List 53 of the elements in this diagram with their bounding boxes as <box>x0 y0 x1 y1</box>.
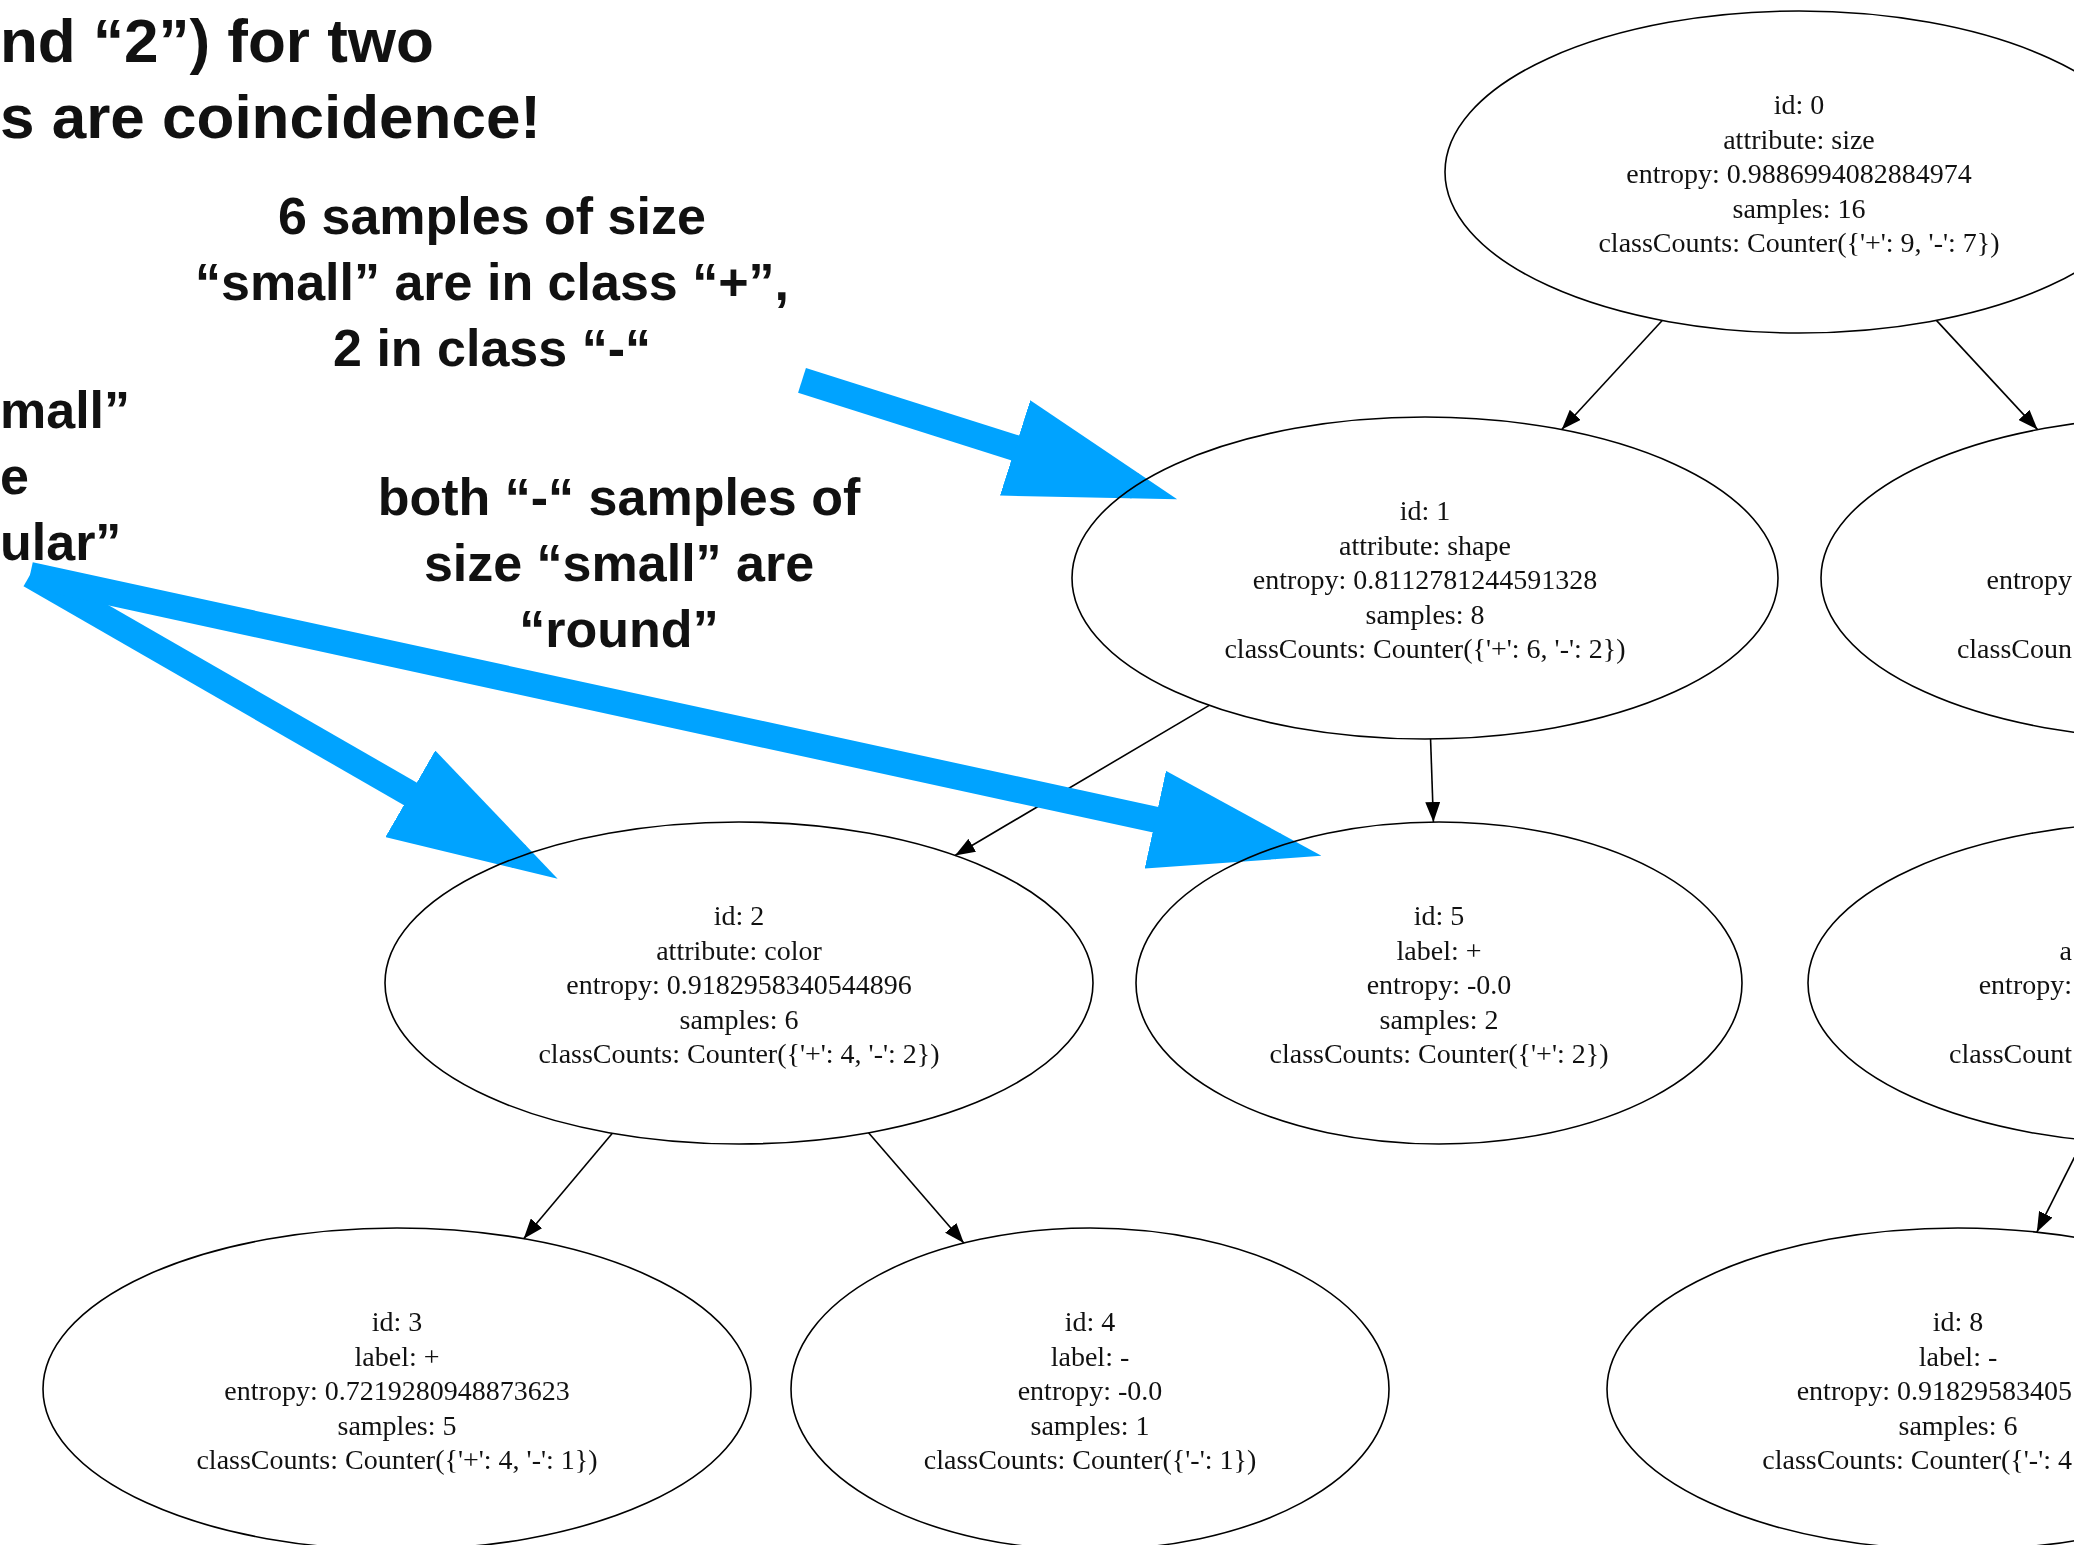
node-text: entropy: 0.7219280948873623 <box>223 1374 571 1408</box>
annotation-text: both “-“ samples of size “small” are “round” <box>376 467 862 660</box>
node-text: samples: 8 <box>1364 597 1486 632</box>
highlight-arrow <box>27 562 1322 869</box>
node-text: id: 8 <box>1931 1305 1985 1339</box>
node-text: attribute: color <box>655 933 823 968</box>
annotation-text: s are coincidence! <box>0 81 543 153</box>
node-text: id: 3 <box>370 1305 424 1339</box>
arrow <box>1560 319 1663 431</box>
node-text: id: 4 <box>1063 1305 1117 1339</box>
node-text: label: - <box>1049 1339 1131 1374</box>
node-text: classCounts: Counter({'-': 1}) <box>922 1443 1258 1477</box>
node-text: entropy: 0.9886994082884974 <box>1625 157 1973 191</box>
node-text: classCounts: Counter({'+': 9, '-': 7}) <box>1597 226 2001 260</box>
node-text: attribute: shape <box>1338 528 1512 563</box>
annotation-text: nd “2”) for two <box>0 5 435 77</box>
node-text: id: 2 <box>712 899 766 933</box>
node-text: entropy: <box>1978 968 2072 1002</box>
node-text: entropy: 0.8112781244591328 <box>1251 563 1599 597</box>
annotation-text: 6 samples of size “small” are in class “+”, 2 in class “-“ <box>182 183 802 381</box>
node-text: samples: 6 <box>678 1002 800 1037</box>
node-text: id: 5 <box>1412 899 1466 933</box>
node-text: samples: 1 <box>1029 1408 1151 1443</box>
highlight-arrow <box>798 367 1178 500</box>
node-text: classCounts: Counter({'-': 4 <box>1762 1443 2072 1477</box>
node-text: classCounts: Counter({'+': 6, '-': 2}) <box>1223 632 1627 666</box>
node-text: classCounts: Counter({'+': 2}) <box>1268 1037 1610 1071</box>
arrow <box>522 1132 614 1240</box>
arrow <box>954 704 1210 857</box>
node-text: classCounts: Counter({'+': 4, '-': 1}) <box>195 1443 599 1477</box>
node-text: samples: 2 <box>1378 1002 1500 1037</box>
node-text: label: - <box>1917 1339 1999 1374</box>
arrow <box>1425 738 1441 823</box>
node-text: entropy: -0.0 <box>1365 968 1513 1002</box>
node-text: entropy: 0.91829583405 <box>1796 1374 2072 1408</box>
arrow <box>867 1132 965 1244</box>
node-text: id: 0 <box>1772 88 1826 122</box>
node-text: a <box>2059 933 2072 968</box>
node-text: classCoun <box>1956 632 2072 666</box>
node-text: entropy <box>1986 563 2072 597</box>
node-text: entropy: -0.0 <box>1016 1374 1164 1408</box>
arrow <box>1935 319 2039 431</box>
node-text: classCount <box>1949 1037 2072 1071</box>
node-text: id: 1 <box>1398 494 1452 528</box>
node-text: samples: 16 <box>1731 191 1867 226</box>
node-text: entropy: 0.9182958340544896 <box>565 968 913 1002</box>
node-text: classCounts: Counter({'+': 4, '-': 2}) <box>537 1037 941 1071</box>
node-text: label: + <box>1395 933 1483 968</box>
node-text: samples: 5 <box>336 1408 458 1443</box>
node-text: samples: 6 <box>1897 1408 2019 1443</box>
node-text: attribute: size <box>1722 122 1876 157</box>
annotation-text: mall” e ular” <box>0 377 150 575</box>
node-text: label: + <box>353 1339 441 1374</box>
